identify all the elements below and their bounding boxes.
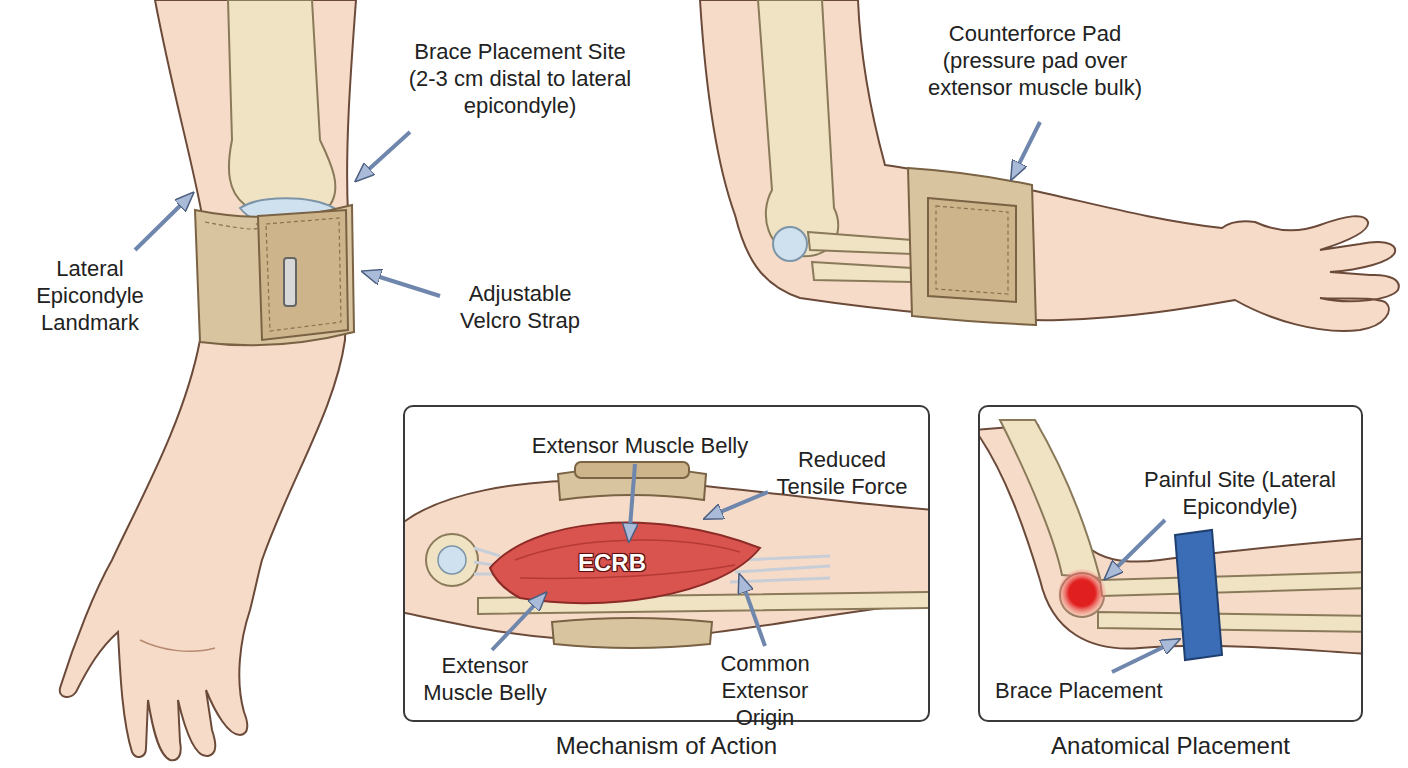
- inset-panel: Anatomical Placement: [978, 405, 1363, 722]
- callout-label: Reduced Tensile Force: [772, 446, 912, 500]
- callout-label: Extensor Muscle Belly: [420, 652, 550, 706]
- callout-label: Counterforce Pad (pressure pad over exte…: [915, 20, 1155, 101]
- callout-label: Common Extensor Origin: [695, 650, 835, 731]
- leader-arrows: [135, 122, 1178, 672]
- left-arm: [60, 0, 356, 760]
- callout-label: Extensor Muscle Belly: [510, 432, 770, 459]
- side-arm: [700, 0, 1399, 331]
- callout-label: Adjustable Velcro Strap: [445, 280, 595, 334]
- panel-caption: Mechanism of Action: [405, 732, 928, 760]
- callout-label: Brace Placement: [995, 677, 1195, 704]
- panel-caption: Anatomical Placement: [980, 732, 1361, 760]
- muscle-label: ECRB: [560, 549, 664, 577]
- callout-label: Painful Site (Lateral Epicondyle): [1125, 466, 1355, 520]
- callout-label: Lateral Epicondyle Landmark: [15, 255, 165, 336]
- callout-label: Brace Placement Site (2-3 cm distal to l…: [400, 38, 640, 119]
- placement-art: [980, 420, 1361, 660]
